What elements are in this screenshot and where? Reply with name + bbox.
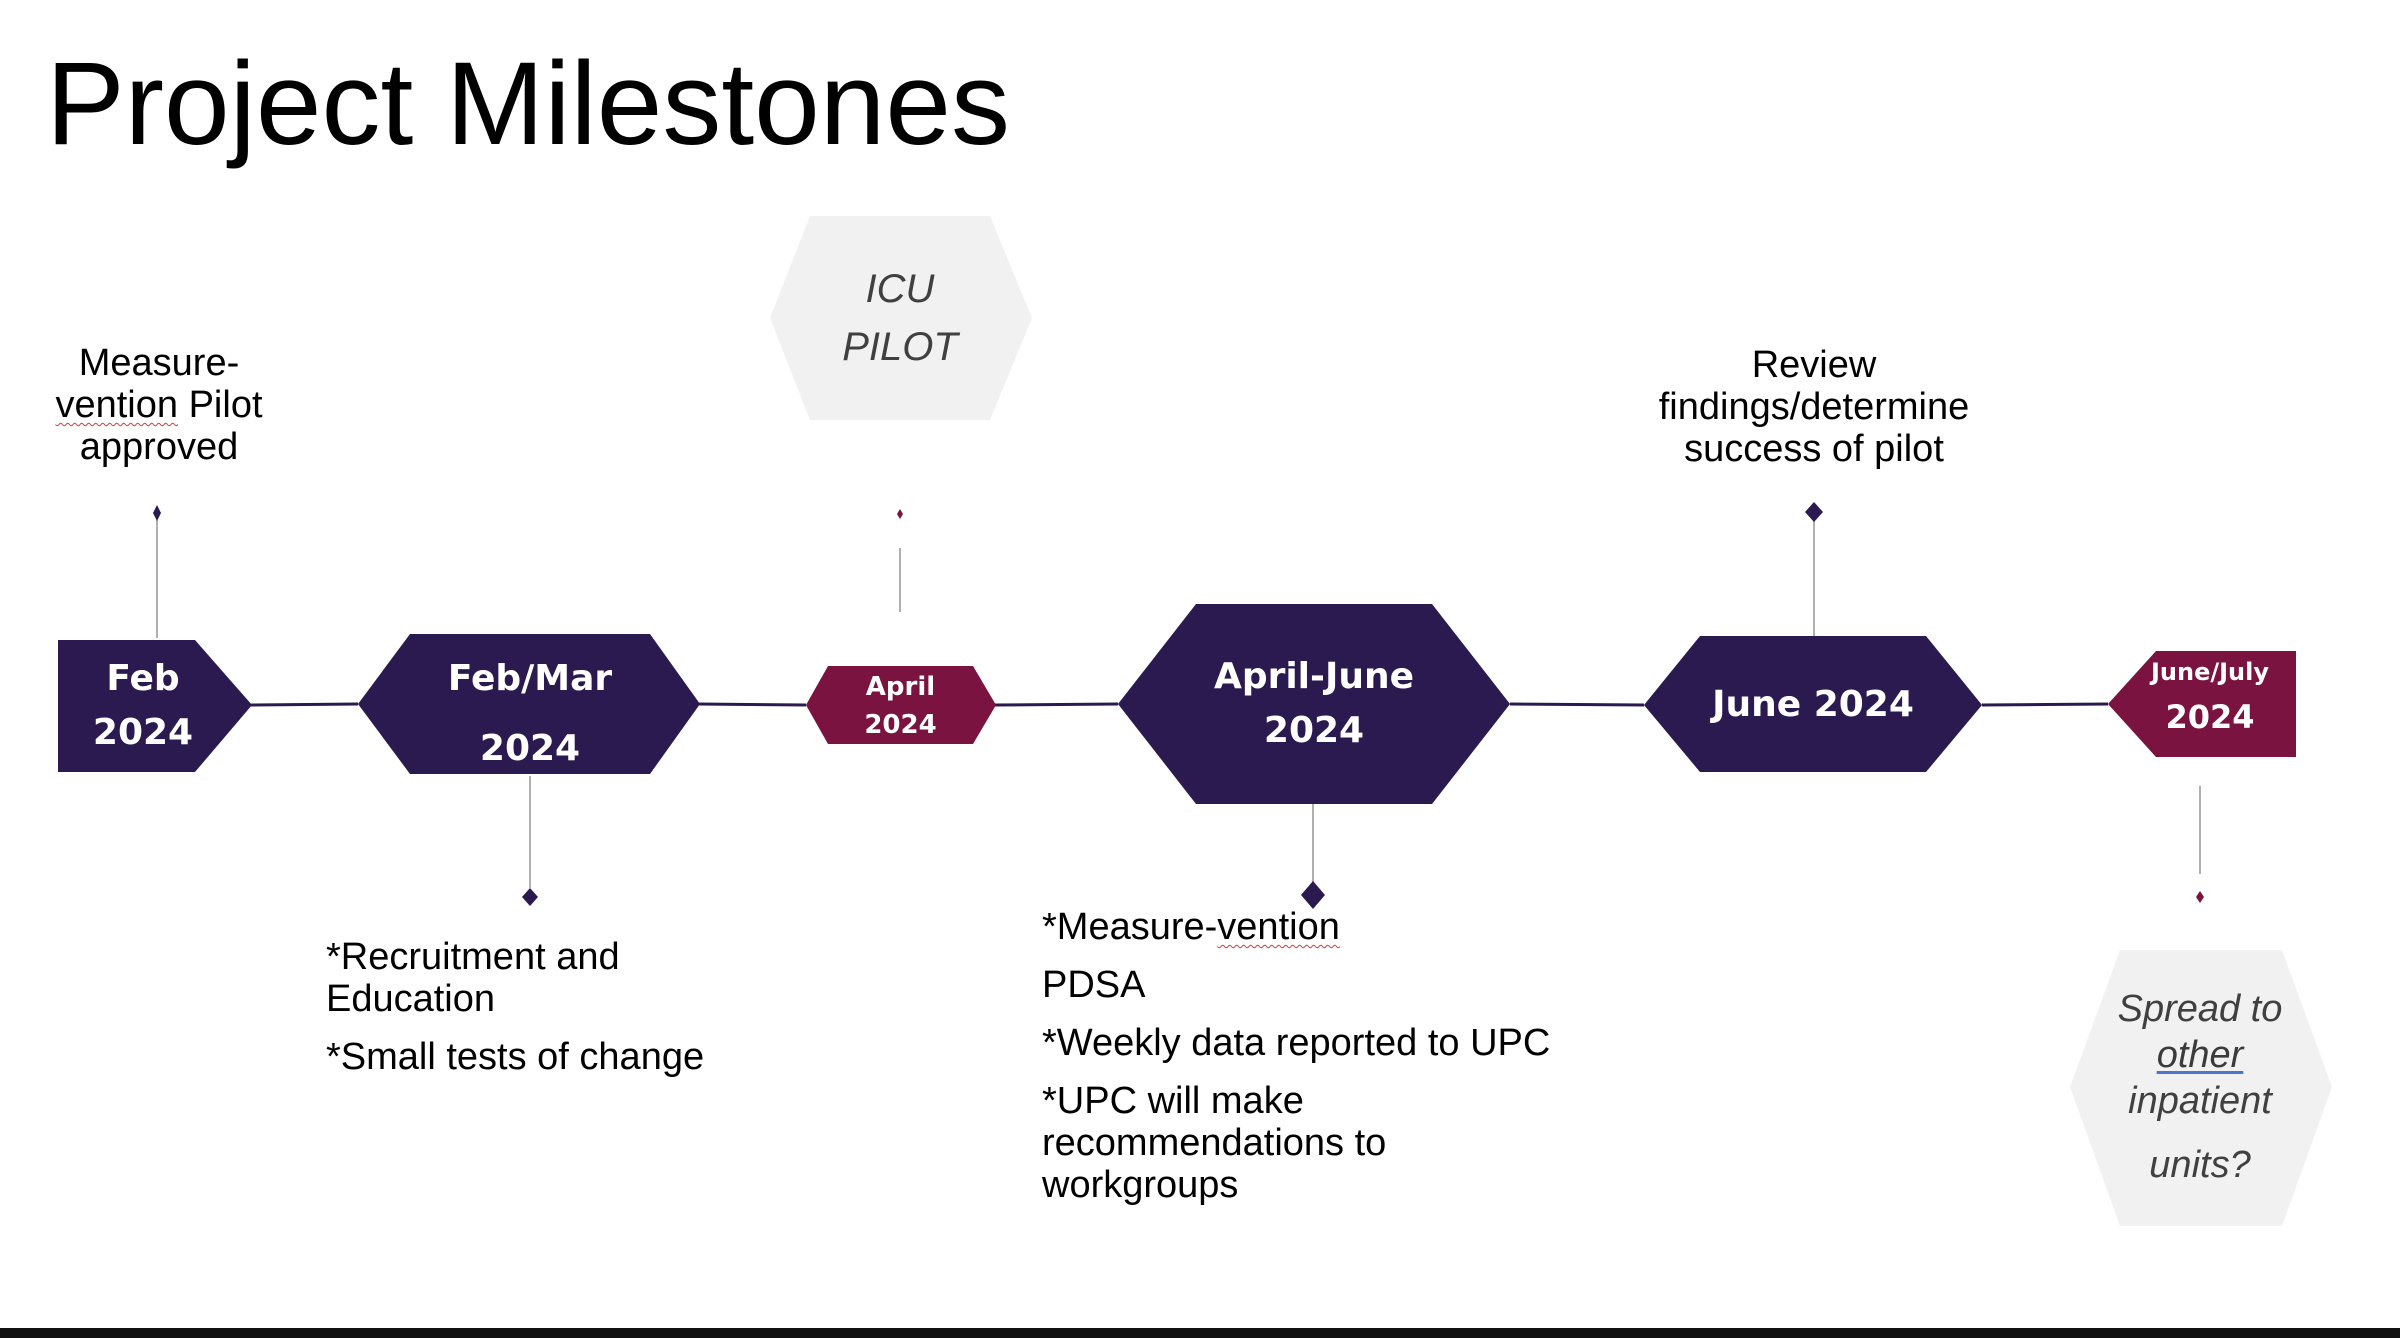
milestone-label-febmar: Feb/Mar 2024	[447, 658, 613, 769]
milestone-shape-febmar	[358, 634, 700, 774]
bottom-bar	[0, 1328, 2400, 1338]
milestone-label-feb: Feb 2024	[92, 658, 194, 753]
timeline-line	[249, 702, 2109, 707]
milestone-shape-feb	[58, 640, 252, 772]
icu-callout-text: ICU PILOT	[842, 267, 958, 369]
aprjun-marker	[1301, 881, 1325, 909]
milestone-label-aprjun: April-June 2024	[1213, 656, 1415, 751]
milestone-shape-april	[806, 666, 996, 744]
april-marker	[897, 509, 903, 519]
milestone-shape-aprjun	[1118, 604, 1510, 804]
junejuly-marker	[2196, 891, 2204, 903]
feb-note: Measure- vention Pilot approved	[55, 342, 263, 468]
june-note: Review findings/determine success of pil…	[1658, 344, 1970, 470]
milestone-label-june: June 2024	[1712, 684, 1914, 725]
page-title: Project Milestones	[46, 38, 1011, 170]
milestone-shape-junejuly	[2108, 651, 2296, 757]
febmar-marker	[522, 888, 538, 906]
milestone-label-april: April 2024	[864, 672, 937, 740]
febmar-note: *Recruitment and Education *Small tests …	[326, 936, 705, 1078]
spread-callout-hexagon	[2070, 950, 2332, 1226]
milestone-label-junejuly: June/July 2024	[2150, 658, 2270, 736]
june-marker	[1805, 502, 1823, 522]
milestone-shape-june	[1644, 636, 1982, 772]
aprjun-note: *Measure-vention PDSA *Weekly data repor…	[1042, 906, 1551, 1206]
icu-callout-hexagon	[770, 216, 1032, 420]
feb-marker	[153, 505, 161, 521]
spread-callout-text: Spread to other inpatient units?	[2117, 988, 2283, 1186]
